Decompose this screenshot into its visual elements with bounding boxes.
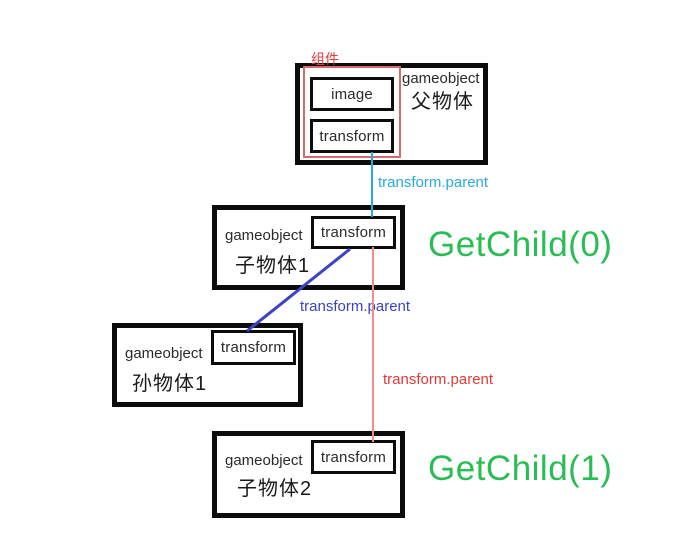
component-group-outline [303, 66, 401, 158]
edge-label-parent-child1: transform.parent [378, 174, 489, 191]
component-transform-box-child1: transform [311, 216, 396, 249]
node-child2-type: gameobject [225, 452, 303, 469]
component-transform-label-parent: transform [319, 127, 385, 145]
annotation-getchild-0: GetChild(0) [428, 225, 613, 264]
node-parent-name: 父物体 [411, 91, 474, 113]
node-parent-type: gameobject [402, 70, 480, 87]
component-group-label: 组件 [311, 51, 339, 67]
edge-label-child1-grandchild1: transform.parent [300, 298, 411, 315]
node-grandchild1-type: gameobject [125, 345, 203, 362]
node-child1-type: gameobject [225, 227, 303, 244]
node-grandchild1-name: 孙物体1 [132, 373, 208, 395]
component-transform-box-child2: transform [311, 440, 396, 474]
component-transform-label-grandchild1: transform [220, 339, 287, 356]
component-transform-box-grandchild1: transform [211, 330, 296, 365]
node-child2-name: 子物体2 [237, 478, 313, 500]
component-transform-box-parent: transform [310, 119, 394, 153]
component-image-label: image [331, 85, 373, 103]
annotation-getchild-1: GetChild(1) [428, 449, 613, 488]
node-child1-name: 子物体1 [235, 255, 311, 277]
edge-label-parent-child2: transform.parent [383, 371, 494, 388]
component-transform-label-child1: transform [320, 224, 387, 241]
component-image-box: image [310, 77, 394, 111]
component-transform-label-child2: transform [320, 448, 387, 466]
